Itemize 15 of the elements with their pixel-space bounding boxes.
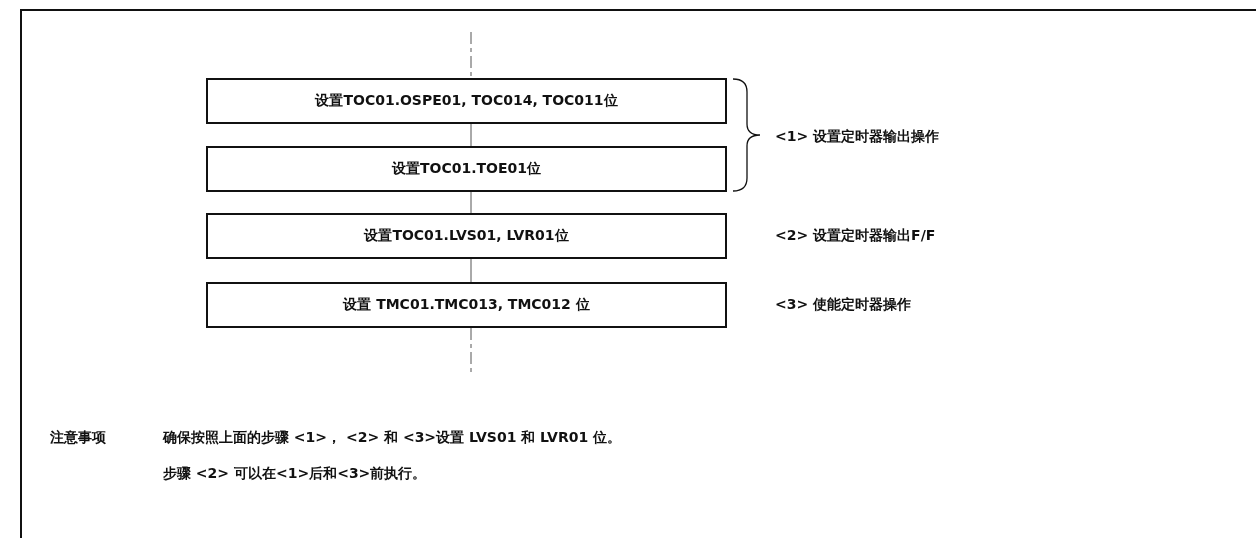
connector-line [470, 258, 472, 283]
group-note: <1> 设置定时器输出操作 [775, 128, 940, 146]
process-box: 设置TOC01.TOE01位 [206, 146, 727, 192]
connector-line [470, 191, 472, 214]
process-box: 设置TOC01.LVS01, LVR01位 [206, 213, 727, 259]
step-note: <3> 使能定时器操作 [775, 296, 912, 314]
note-text: 步骤 <2> 可以在<1>后和<3>前执行。 [163, 465, 427, 483]
connector-line [470, 31, 472, 79]
note-text: 确保按照上面的步骤 <1>， <2> 和 <3>设置 LVS01 和 LVR01 位。 [163, 429, 622, 447]
note-heading: 注意事项 [50, 429, 106, 447]
step-note: <2> 设置定时器输出F/F [775, 227, 936, 245]
connector-line [470, 327, 472, 375]
process-box: 设置 TMC01.TMC013, TMC012 位 [206, 282, 727, 328]
connector-line [470, 123, 472, 147]
process-box: 设置TOC01.OSPE01, TOC014, TOC011位 [206, 78, 727, 124]
